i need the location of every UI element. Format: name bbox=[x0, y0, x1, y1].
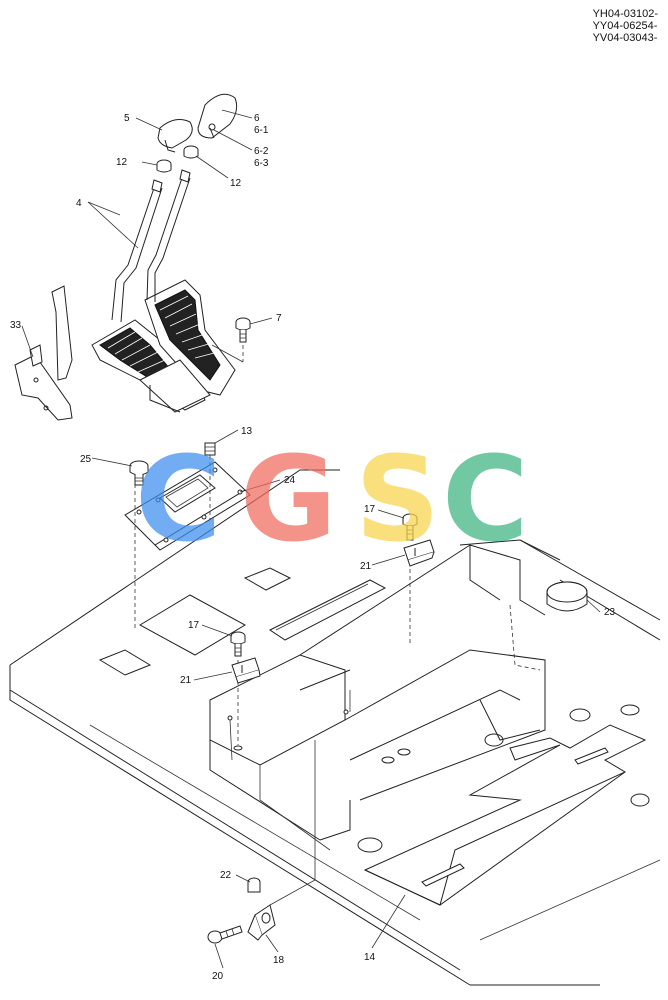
callout-6-2: 6-2 bbox=[254, 146, 269, 157]
floor-hole bbox=[569, 708, 591, 722]
callout-33: 33 bbox=[10, 320, 22, 331]
bolt-7 bbox=[235, 317, 251, 362]
callout-24: 24 bbox=[284, 475, 296, 486]
callout-7: 7 bbox=[276, 313, 282, 324]
cover-plate-24 bbox=[124, 455, 251, 630]
nut-12-left bbox=[156, 159, 172, 173]
floor-hole bbox=[357, 837, 383, 853]
clip-21-lower bbox=[231, 657, 261, 684]
callout-6-1: 6-1 bbox=[254, 125, 269, 136]
reference-code-1: YH04-03102- bbox=[592, 8, 658, 20]
callout-5: 5 bbox=[124, 113, 130, 124]
clip-21-upper bbox=[403, 539, 435, 567]
nut-12-right bbox=[183, 145, 199, 159]
bolt-20 bbox=[207, 925, 243, 944]
callout-17-upper: 17 bbox=[364, 504, 376, 515]
nut-13 bbox=[204, 442, 216, 456]
callout-17-lower: 17 bbox=[188, 620, 200, 631]
callout-13: 13 bbox=[241, 426, 253, 437]
callout-14: 14 bbox=[364, 952, 376, 963]
leader-lines bbox=[21, 109, 601, 969]
callout-25: 25 bbox=[80, 454, 92, 465]
lever-handle-5 bbox=[157, 119, 193, 153]
bracket-18 bbox=[247, 904, 276, 941]
reference-code-3: YV04-03043- bbox=[592, 32, 658, 44]
travel-pedals bbox=[91, 169, 236, 413]
side-deck bbox=[409, 539, 561, 671]
callout-12-left: 12 bbox=[116, 157, 128, 168]
floor-hole bbox=[630, 793, 650, 807]
callout-23: 23 bbox=[604, 607, 616, 618]
callout-21-lower: 21 bbox=[180, 675, 192, 686]
bracket-33 bbox=[14, 285, 73, 421]
bolt-17-upper bbox=[402, 513, 418, 541]
callout-6-3: 6-3 bbox=[254, 158, 269, 169]
bolt-17-lower bbox=[230, 631, 246, 751]
floor-hole bbox=[620, 704, 640, 716]
callout-6: 6 bbox=[254, 113, 260, 124]
watermark-letter-s: S bbox=[355, 430, 440, 568]
callout-20: 20 bbox=[212, 971, 224, 982]
watermark-letter-c2: C bbox=[442, 430, 529, 568]
watermark-letter-c1: C bbox=[135, 430, 222, 568]
cap-23 bbox=[546, 581, 588, 612]
callout-4: 4 bbox=[76, 198, 82, 209]
callout-21-upper: 21 bbox=[360, 561, 372, 572]
pin-22 bbox=[247, 877, 261, 893]
reference-code-2: YY04-06254- bbox=[592, 20, 658, 32]
callout-18: 18 bbox=[273, 955, 285, 966]
watermark-letter-g: G bbox=[240, 430, 337, 568]
bolt-25 bbox=[129, 460, 149, 486]
reference-codes: YH04-03102- YY04-06254- YV04-03043- bbox=[593, 8, 658, 44]
callout-12-right: 12 bbox=[230, 178, 242, 189]
frame-hole bbox=[484, 733, 504, 747]
seat-box bbox=[209, 544, 546, 851]
floor-mat-14 bbox=[363, 724, 647, 906]
watermark: C G S C bbox=[135, 430, 529, 568]
callout-22: 22 bbox=[220, 870, 232, 881]
callout-labels: 5 6 6-1 6-2 6-3 12 12 4 7 33 25 13 24 17… bbox=[10, 113, 616, 982]
